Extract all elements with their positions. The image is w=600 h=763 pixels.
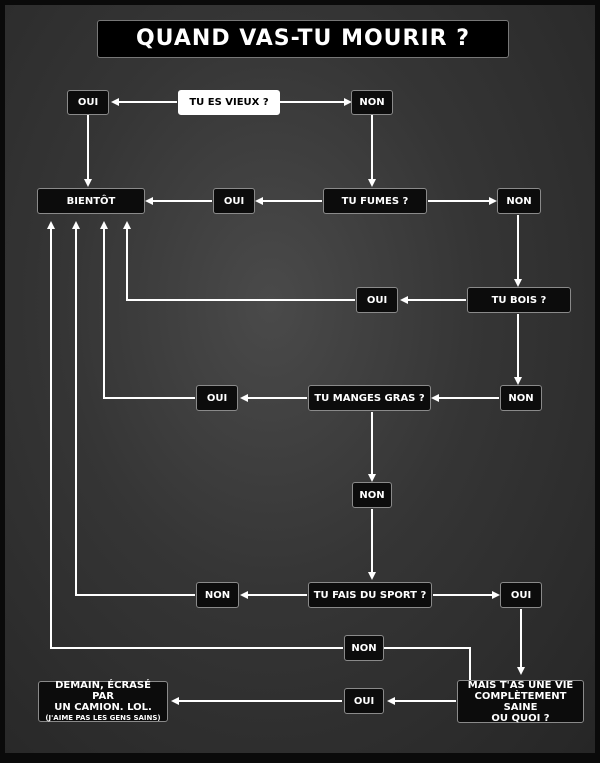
question-bois: TU BOIS ? xyxy=(467,287,571,313)
question-vie-saine: MAIS T'AS UNE VIE COMPLÈTEMENT SAINE OU … xyxy=(457,679,584,724)
answer-non-vieux: NON xyxy=(351,90,393,115)
result-demain: DEMAIN, ÉCRASÉ PAR UN CAMION. LOL. (J'AI… xyxy=(38,679,168,722)
vie-line-2: COMPLÈTEMENT SAINE xyxy=(474,690,567,713)
demain-line-2: UN CAMION. LOL. xyxy=(54,701,152,713)
answer-non-sport: NON xyxy=(196,582,239,608)
answer-oui-manges: OUI xyxy=(196,385,238,411)
arrow-oui-bois-to-bientot xyxy=(123,221,355,301)
flowchart-connectors xyxy=(47,98,525,705)
question-sport: TU FAIS DU SPORT ? xyxy=(308,582,432,608)
question-manges-gras: TU MANGES GRAS ? xyxy=(308,385,431,411)
answer-oui-vie: OUI xyxy=(344,688,384,714)
answer-oui-bois: OUI xyxy=(356,287,398,313)
vie-line-3: OU QUOI ? xyxy=(491,712,550,724)
arrow-oui-manges-to-bientot xyxy=(100,221,195,399)
answer-oui-vieux: OUI xyxy=(67,90,109,115)
arrow-non-vie-to-bientot xyxy=(47,221,343,649)
answer-non-bois: NON xyxy=(500,385,542,411)
answer-non-vie: NON xyxy=(344,635,384,661)
answer-non-manges: NON xyxy=(352,482,392,508)
arrow-vie-to-non xyxy=(383,647,471,681)
demain-line-3: (J'AIME PAS LES GENS SAINS) xyxy=(45,713,161,722)
question-fumes: TU FUMES ? xyxy=(323,188,427,214)
result-bientot: BIENTÔT xyxy=(37,188,145,214)
vie-line-1: MAIS T'AS UNE VIE xyxy=(467,679,574,691)
question-vieux: TU ES VIEUX ? xyxy=(178,90,280,115)
flowchart-canvas: QUAND VAS-TU MOURIR ? TU ES VIEUX ? OUI … xyxy=(5,5,595,753)
arrow-non-sport-to-bientot xyxy=(72,221,195,596)
page-title: QUAND VAS-TU MOURIR ? xyxy=(97,20,509,58)
answer-oui-fumes: OUI xyxy=(213,188,255,214)
answer-oui-sport: OUI xyxy=(500,582,542,608)
demain-line-1: DEMAIN, ÉCRASÉ PAR xyxy=(55,679,151,702)
answer-non-fumes: NON xyxy=(497,188,541,214)
